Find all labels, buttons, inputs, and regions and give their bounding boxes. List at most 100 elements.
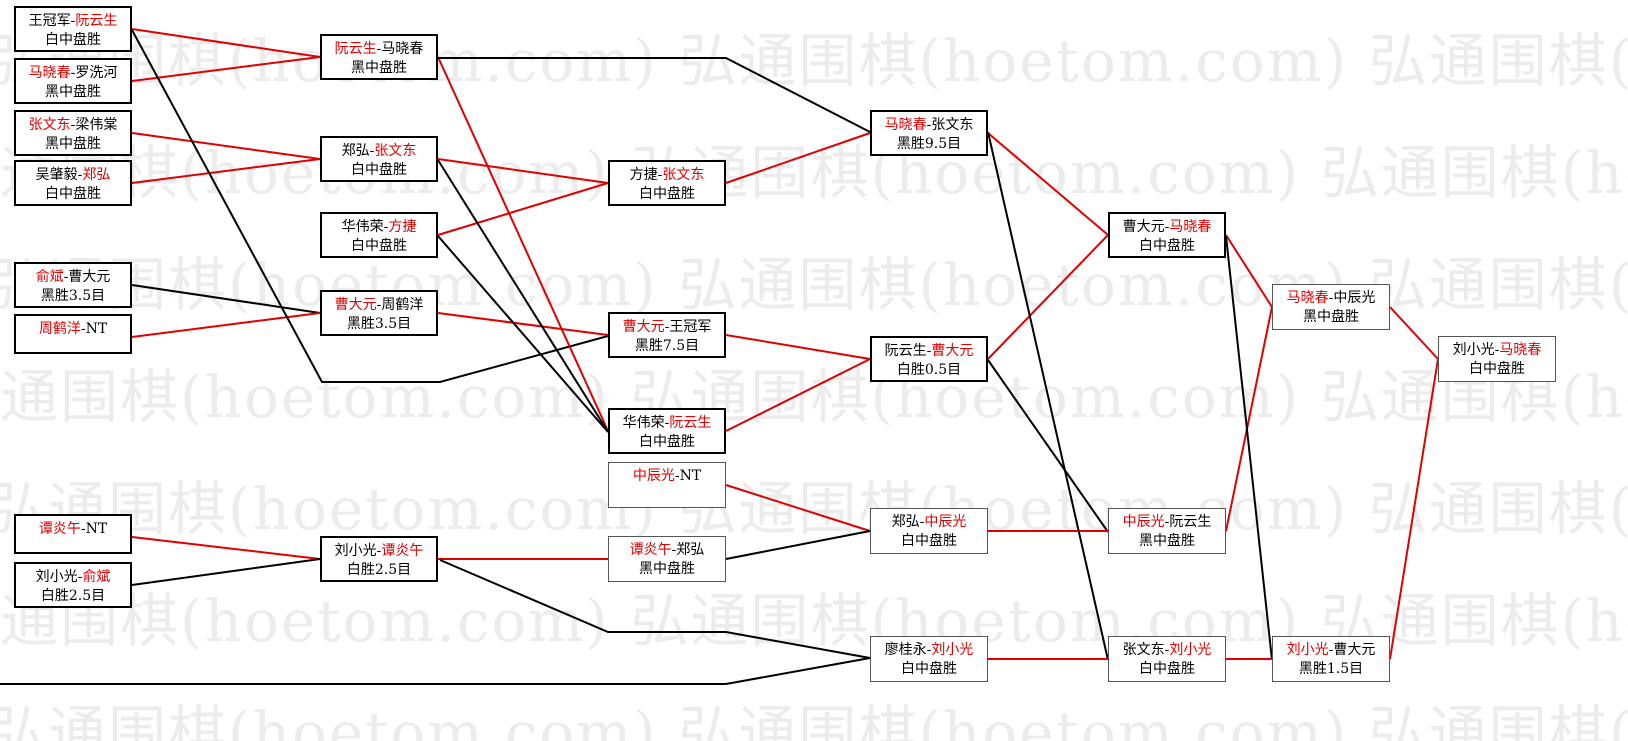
match-pairing: 郑弘-张文东 xyxy=(322,142,436,161)
match-pairing: 中辰光-NT xyxy=(609,467,725,486)
player-one: 郑弘 xyxy=(891,514,920,530)
match-pairing: 周鹤洋-NT xyxy=(16,320,130,339)
player-two: 梁伟棠 xyxy=(75,117,118,133)
bracket-connector xyxy=(131,132,321,160)
pairing-separator: - xyxy=(926,343,932,359)
match-box: 谭炎午-郑弘黑中盘胜 xyxy=(608,536,726,582)
player-two: 方捷 xyxy=(388,219,417,235)
player-one: 华伟荣 xyxy=(341,219,384,235)
pairing-separator: - xyxy=(80,521,86,537)
pairing-separator: - xyxy=(376,41,382,57)
match-pairing: 曹大元-王冠军 xyxy=(610,318,724,337)
match-pairing: 吴肇毅-郑弘 xyxy=(16,166,130,185)
match-box: 刘小光-俞斌白胜2.5目 xyxy=(14,562,132,608)
match-result: 黑中盘胜 xyxy=(45,136,101,152)
match-pairing: 华伟荣-方捷 xyxy=(322,218,436,237)
bracket-connector xyxy=(437,235,609,433)
match-pairing: 阮云生-曹大元 xyxy=(872,342,986,361)
match-pairing: 阮云生-马晓春 xyxy=(322,40,436,59)
pairing-separator: - xyxy=(926,117,932,133)
match-pairing: 中辰光-阮云生 xyxy=(1109,513,1225,532)
bracket-connector xyxy=(1389,306,1439,360)
bracket-connector xyxy=(437,312,609,336)
match-box: 曹大元-王冠军黑胜7.5目 xyxy=(608,312,726,358)
match-pairing: 王冠军-阮云生 xyxy=(16,12,130,31)
match-box: 刘小光-曹大元黑胜1.5目 xyxy=(1272,636,1390,682)
match-result: 黑胜3.5目 xyxy=(40,288,106,304)
pairing-separator: - xyxy=(369,143,375,159)
match-result: 白中盘胜 xyxy=(351,238,407,254)
bracket-connector xyxy=(725,530,871,560)
bracket-connector xyxy=(131,558,321,586)
match-pairing: 谭炎午-NT xyxy=(16,520,130,539)
player-one: 马晓春 xyxy=(1286,290,1329,306)
match-result: 黑中盘胜 xyxy=(45,84,101,100)
player-two: NT xyxy=(85,321,108,337)
match-box: 俞斌-曹大元黑胜3.5目 xyxy=(14,262,132,308)
player-two: 阮云生 xyxy=(75,13,118,29)
match-box: 马晓春-张文东黑胜9.5目 xyxy=(870,110,988,156)
match-result: 白胜0.5目 xyxy=(896,362,962,378)
match-box: 吴肇毅-郑弘白中盘胜 xyxy=(14,160,132,206)
match-result: 黑中盘胜 xyxy=(351,60,407,76)
match-result: 黑胜1.5目 xyxy=(1298,661,1364,677)
match-result: 白中盘胜 xyxy=(639,434,695,450)
player-one: 中辰光 xyxy=(1122,514,1165,530)
bracket-connector xyxy=(437,159,609,433)
player-one: 郑弘 xyxy=(341,143,370,159)
match-pairing: 方捷-张文东 xyxy=(610,166,724,185)
player-two: 马晓春 xyxy=(1499,342,1542,358)
bracket-connector xyxy=(131,28,321,58)
match-box: 郑弘-张文东白中盘胜 xyxy=(320,136,438,182)
player-one: 张文东 xyxy=(28,117,71,133)
pairing-separator: - xyxy=(1328,290,1334,306)
match-result: 白中盘胜 xyxy=(901,533,957,549)
match-result: 黑中盘胜 xyxy=(1139,533,1195,549)
player-one: 谭炎午 xyxy=(629,542,672,558)
match-box: 郑弘-中辰光白中盘胜 xyxy=(870,508,988,554)
bracket-connector xyxy=(437,56,609,432)
player-one: 曹大元 xyxy=(1122,219,1165,235)
match-box: 阮云生-曹大元白胜0.5目 xyxy=(870,336,988,382)
match-result: 白中盘胜 xyxy=(351,162,407,178)
match-result: 白中盘胜 xyxy=(1139,238,1195,254)
pairing-separator: - xyxy=(383,219,389,235)
bracket-connector xyxy=(725,334,871,360)
bracket-connector xyxy=(1225,306,1273,532)
bracket-connector xyxy=(131,29,609,383)
match-result: 黑胜3.5目 xyxy=(346,316,412,332)
pairing-separator: - xyxy=(1494,342,1500,358)
match-result: 白中盘胜 xyxy=(45,32,101,48)
player-two: 阮云生 xyxy=(1169,514,1212,530)
player-two: 刘小光 xyxy=(931,642,974,658)
match-box: 张文东-梁伟棠黑中盘胜 xyxy=(14,110,132,156)
player-one: 俞斌 xyxy=(35,269,64,285)
match-box: 谭炎午-NT xyxy=(14,514,132,554)
bracket-connector xyxy=(131,284,321,314)
match-pairing: 马晓春-张文东 xyxy=(872,116,986,135)
match-box: 曹大元-马晓春白中盘胜 xyxy=(1108,212,1226,258)
player-one: 张文东 xyxy=(1122,642,1165,658)
pairing-separator: - xyxy=(664,415,670,431)
player-one: 阮云生 xyxy=(884,343,927,359)
player-two: 周鹤洋 xyxy=(381,297,424,313)
pairing-separator: - xyxy=(70,13,76,29)
match-box: 华伟荣-方捷白中盘胜 xyxy=(320,212,438,258)
pairing-separator: - xyxy=(1164,514,1170,530)
bracket-connector xyxy=(438,57,871,133)
player-two: NT xyxy=(85,521,108,537)
bracket-connector xyxy=(1225,235,1273,661)
match-pairing: 郑弘-中辰光 xyxy=(871,513,987,532)
match-pairing: 刘小光-俞斌 xyxy=(16,568,130,587)
pairing-separator: - xyxy=(919,514,925,530)
match-box: 王冠军-阮云生白中盘胜 xyxy=(14,6,132,52)
bracket-connector xyxy=(0,657,871,685)
pairing-separator: - xyxy=(70,65,76,81)
player-two: 张文东 xyxy=(931,117,974,133)
player-two: 曹大元 xyxy=(931,343,974,359)
pairing-separator: - xyxy=(77,167,83,183)
bracket-connector xyxy=(1225,234,1273,308)
pairing-separator: - xyxy=(376,297,382,313)
match-pairing: 刘小光-谭炎午 xyxy=(322,542,436,561)
match-result: 白胜2.5目 xyxy=(346,562,412,578)
